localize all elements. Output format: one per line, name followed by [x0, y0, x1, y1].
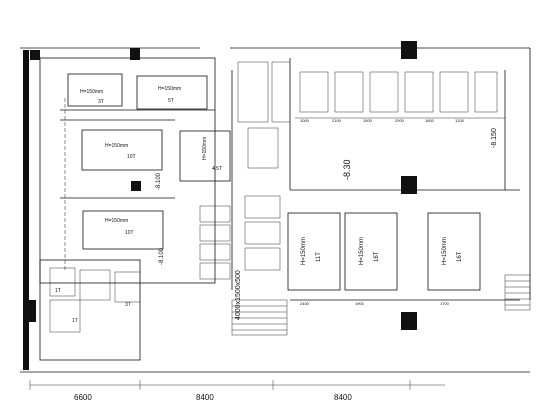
- svg-text:1700: 1700: [440, 301, 450, 306]
- svg-text:10T: 10T: [127, 154, 136, 160]
- column: [30, 50, 40, 60]
- column: [26, 300, 36, 322]
- svg-text:1200: 1200: [455, 118, 465, 123]
- svg-text:1600: 1600: [425, 118, 435, 123]
- svg-text:16T: 16T: [374, 251, 380, 262]
- svg-text:H=150mm: H=150mm: [202, 137, 208, 160]
- tank-3t: H=150mm 3T: [67, 73, 123, 107]
- tank-16t-a: H=150mm 16T: [344, 212, 398, 291]
- svg-text:1500: 1500: [363, 118, 373, 123]
- svg-text:H=150mm: H=150mm: [158, 86, 181, 92]
- svg-text:16T: 16T: [457, 251, 463, 262]
- tank-4-5t: H=150mm 4.5T: [179, 130, 231, 182]
- tank-10t-b: H=150mm 10T: [82, 210, 164, 250]
- svg-text:-8.150: -8.150: [491, 128, 498, 148]
- svg-text:1900: 1900: [355, 301, 365, 306]
- svg-text:-8.30: -8.30: [342, 159, 352, 180]
- svg-text:2100: 2100: [332, 118, 342, 123]
- svg-text:6600: 6600: [74, 393, 92, 402]
- svg-text:3T: 3T: [98, 99, 104, 105]
- svg-text:1T: 1T: [72, 318, 78, 324]
- svg-text:2400: 2400: [300, 301, 310, 306]
- tank-5t: H=150mm 5T: [136, 75, 208, 110]
- tank-16t-b: H=150mm 16T: [427, 212, 481, 291]
- column: [401, 41, 417, 59]
- svg-text:3T: 3T: [125, 302, 131, 308]
- svg-text:-8.100: -8.100: [156, 172, 162, 190]
- svg-text:8400: 8400: [196, 393, 214, 402]
- svg-text:H=150mm: H=150mm: [105, 218, 128, 224]
- svg-text:11T: 11T: [316, 252, 322, 262]
- svg-text:5T: 5T: [168, 98, 174, 104]
- small-tank-row: [295, 71, 505, 119]
- svg-text:-8.100: -8.100: [159, 247, 165, 265]
- tank-11t: H=150mm 11T: [287, 212, 341, 291]
- svg-text:1000: 1000: [300, 118, 310, 123]
- tank-10t-a: H=150mm 10T: [81, 129, 163, 171]
- stairs: [231, 274, 531, 336]
- svg-text:8400: 8400: [334, 393, 352, 402]
- svg-text:4.5T: 4.5T: [212, 166, 222, 172]
- column: [130, 48, 140, 60]
- svg-text:H=150mm: H=150mm: [105, 143, 128, 149]
- svg-text:10T: 10T: [125, 230, 134, 236]
- svg-text:H=150mm: H=150mm: [359, 237, 365, 265]
- svg-text:H=150mm: H=150mm: [80, 89, 103, 95]
- column: [401, 176, 417, 194]
- svg-text:H=150mm: H=150mm: [442, 237, 448, 265]
- svg-text:2000: 2000: [395, 118, 405, 123]
- left-wall: [23, 50, 29, 370]
- mid-stack: [199, 61, 291, 280]
- svg-text:1T: 1T: [55, 288, 61, 294]
- column: [401, 312, 417, 330]
- column: [131, 181, 141, 191]
- svg-text:4000x1500x500: 4000x1500x500: [235, 270, 242, 320]
- svg-text:H=150mm: H=150mm: [301, 237, 307, 265]
